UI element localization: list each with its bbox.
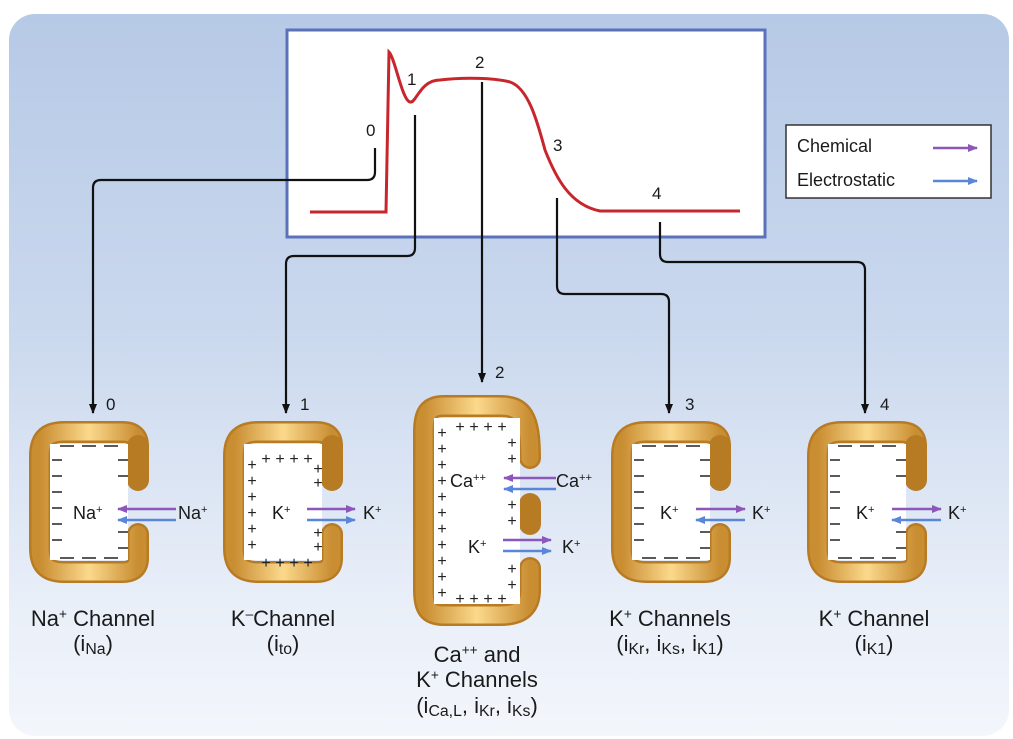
svg-text:+: +: [437, 505, 446, 522]
svg-text:+: +: [247, 473, 256, 490]
channel-number-0: 0: [106, 395, 116, 414]
legend-electrostatic-label: Electrostatic: [797, 170, 896, 190]
svg-text:+: +: [437, 537, 446, 554]
channel-number-4: 4: [880, 395, 890, 414]
svg-text:+: +: [455, 591, 464, 608]
ca-k-channel-name-line2: K+ Channels: [416, 667, 538, 693]
k1-channel-caption: K+ Channel (iK1): [774, 606, 974, 660]
ca-k-channel-current: (iCa,L, iKr, iKs): [416, 692, 538, 720]
ca-inside-ion: Ca++: [450, 471, 487, 491]
svg-text:+: +: [437, 425, 446, 442]
ito-channel-current: (ito): [266, 631, 300, 659]
k1-channel-name: K+ Channel: [818, 606, 930, 631]
kr-inside-ion: K+: [660, 503, 679, 523]
svg-text:+: +: [437, 521, 446, 538]
svg-text:+: +: [469, 419, 478, 436]
k-inside-ion-ca-channel: K+: [468, 537, 487, 557]
svg-text:+: +: [469, 591, 478, 608]
na-outside-ion: Na+: [178, 503, 208, 523]
k1-outside-ion: K+: [948, 503, 967, 523]
svg-text:+: +: [507, 561, 516, 578]
svg-text:+: +: [289, 451, 298, 468]
kr-channel-name: K+ Channels: [609, 606, 731, 631]
svg-text:+: +: [507, 435, 516, 452]
svg-text:+: +: [507, 451, 516, 468]
kr-outside-ion: K+: [752, 503, 771, 523]
svg-text:+: +: [437, 553, 446, 570]
action-potential-curve: [310, 48, 740, 214]
svg-text:+: +: [483, 591, 492, 608]
k1-channel-current: (iK1): [854, 631, 894, 659]
svg-text:+: +: [507, 497, 516, 514]
svg-text:+: +: [303, 555, 312, 572]
svg-text:+: +: [497, 419, 506, 436]
ito-outside-ion: K+: [363, 503, 382, 523]
connector-phase-0: [89, 148, 377, 414]
phase-label-2: 2: [475, 53, 485, 72]
ca-outside-ion: Ca++: [556, 471, 593, 491]
kr-channel-current: (iKr, iKs, iK1): [616, 631, 724, 659]
kr-channel-shape: [622, 432, 720, 572]
na-channel-name: Na+ Channel: [30, 606, 156, 631]
na-inside-ion: Na+: [73, 503, 103, 523]
channel-number-1: 1: [300, 395, 310, 414]
ito-channel-name: K–Channel: [230, 606, 336, 631]
ca-k-channel-caption: Ca++ and K+ Channels (iCa,L, iKr, iKs): [382, 642, 572, 721]
legend-box: [785, 124, 992, 199]
na-channel-caption: Na+ Channel (iNa): [0, 606, 186, 660]
phase-label-3: 3: [553, 136, 563, 155]
svg-text:+: +: [313, 525, 322, 542]
connector-phase-4: [658, 222, 869, 414]
svg-text:+: +: [455, 419, 464, 436]
svg-text:+: +: [247, 457, 256, 474]
channel-number-3: 3: [685, 395, 695, 414]
svg-text:+: +: [303, 451, 312, 468]
svg-text:+: +: [437, 489, 446, 506]
phase-label-0: 0: [366, 121, 376, 140]
svg-text:+: +: [261, 451, 270, 468]
kr-channel-caption: K+ Channels (iKr, iKs, iK1): [570, 606, 770, 660]
svg-text:+: +: [497, 591, 506, 608]
channel-number-2: 2: [495, 363, 505, 382]
svg-text:+: +: [247, 521, 256, 538]
ca-k-channel-name-line1: Ca++ and: [433, 642, 521, 667]
ito-inside-ion: K+: [272, 503, 291, 523]
svg-text:+: +: [437, 441, 446, 458]
svg-text:+: +: [437, 457, 446, 474]
svg-text:+: +: [247, 505, 256, 522]
k1-inside-ion: K+: [856, 503, 875, 523]
ca-k-channel-shape: ++++ ++++ +++++++++++ ++++++: [413, 395, 541, 626]
svg-text:+: +: [313, 539, 322, 556]
svg-text:+: +: [437, 585, 446, 602]
svg-text:+: +: [483, 419, 492, 436]
legend-chemical-label: Chemical: [797, 136, 873, 156]
na-channel-current: (iNa): [73, 631, 113, 659]
k-outside-ion-ca-channel: K+: [562, 537, 581, 557]
connector-phase-1: [282, 115, 417, 414]
svg-text:+: +: [275, 555, 284, 572]
svg-text:+: +: [261, 555, 270, 572]
svg-text:+: +: [507, 513, 516, 530]
k1-channel-shape: [818, 432, 916, 572]
svg-text:+: +: [247, 489, 256, 506]
svg-text:+: +: [313, 475, 322, 492]
phase-label-1: 1: [407, 70, 417, 89]
ito-channel-shape: ++++ ++++ ++++++ ++++: [234, 432, 332, 572]
connector-phase-3: [555, 198, 673, 414]
svg-text:+: +: [275, 451, 284, 468]
action-potential-box: [285, 28, 767, 239]
svg-text:+: +: [289, 555, 298, 572]
phase-label-4: 4: [652, 184, 662, 203]
na-channel-shape: [40, 432, 138, 572]
svg-text:+: +: [437, 473, 446, 490]
svg-text:+: +: [507, 577, 516, 594]
svg-text:+: +: [313, 461, 322, 478]
svg-text:+: +: [247, 537, 256, 554]
ito-channel-caption: K–Channel (ito): [188, 606, 378, 660]
svg-text:+: +: [437, 569, 446, 586]
